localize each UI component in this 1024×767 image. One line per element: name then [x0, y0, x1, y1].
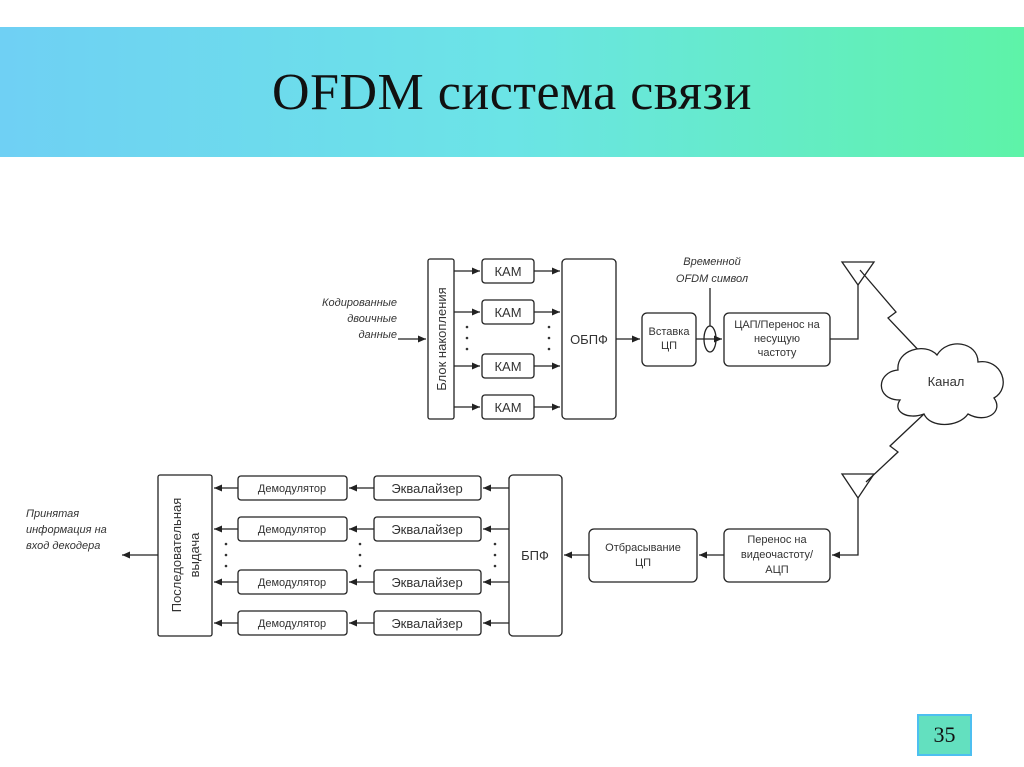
input-label-line: двоичные [347, 313, 397, 325]
adc-label: АЦП [765, 564, 788, 576]
input-label-line: Кодированные [322, 297, 397, 309]
ifft-block-label: ОБПФ [570, 332, 608, 347]
fft-block-label: БПФ [521, 548, 549, 563]
kam-label: КАМ [494, 305, 521, 320]
rx-antenna-feed [832, 498, 859, 559]
adc-label: видеочастоту/ [741, 549, 814, 561]
equalizer-label: Эквалайзер [391, 481, 462, 496]
serial-output-label: Последовательная [169, 498, 184, 613]
serial-output-block [157, 474, 213, 637]
output-label-line: вход декодера [26, 540, 100, 552]
title-bar: OFDM система связи [0, 27, 1024, 157]
rx-signal-zigzag [865, 413, 925, 483]
kam-blocks: КАМ КАМ КАМ КАМ [454, 258, 560, 420]
tx-antenna-icon [840, 261, 876, 287]
equalizer-label: Эквалайзер [391, 575, 462, 590]
buffer-block-label: Блок накопления [434, 287, 449, 390]
cp-remove-block [588, 528, 698, 583]
tx-signal-zigzag [859, 269, 925, 357]
dac-label: частоту [758, 347, 797, 359]
demodulator-label: Демодулятор [258, 483, 326, 495]
output-label-line: Принятая [26, 508, 79, 520]
demodulator-label: Демодулятор [258, 524, 326, 536]
time-symbol-ellipse [703, 325, 717, 353]
ellipsis-dots [465, 325, 551, 351]
time-symbol-label: OFDM символ [676, 273, 748, 285]
equalizer-label: Эквалайзер [391, 522, 462, 537]
page-title: OFDM система связи [272, 63, 752, 121]
demodulator-blocks: Демодулятор Демодулятор Демодулятор Демо… [214, 475, 348, 636]
channel-label: Канал [928, 374, 965, 389]
time-symbol-label: Временной [683, 256, 740, 268]
cp-remove-label: Отбрасывание [605, 542, 681, 554]
kam-label: КАМ [494, 264, 521, 279]
channel-cloud-icon [880, 343, 1004, 426]
kam-label: КАМ [494, 400, 521, 415]
ellipsis-dots [224, 542, 497, 568]
output-data-label: Принятая информация на вход декодера [26, 508, 107, 552]
input-data-label: Кодированные двоичные данные [322, 297, 397, 341]
equalizer-label: Эквалайзер [391, 616, 462, 631]
demodulator-label: Демодулятор [258, 618, 326, 630]
serial-output-label: выдача [187, 532, 202, 578]
equalizer-blocks: Эквалайзер Эквалайзер Эквалайзер Эквалай… [349, 475, 509, 636]
cp-insert-label: Вставка [649, 326, 691, 338]
kam-label: КАМ [494, 359, 521, 374]
demodulator-label: Демодулятор [258, 577, 326, 589]
output-label-line: информация на [26, 524, 107, 536]
dac-label: несущую [754, 333, 800, 345]
tx-antenna-feed [830, 285, 859, 340]
buffer-block [427, 258, 455, 420]
page-number-badge: 35 [917, 714, 972, 756]
rx-antenna-icon [840, 473, 876, 500]
dac-label: ЦАП/Перенос на [734, 319, 820, 331]
fft-block [508, 474, 563, 637]
input-label-line: данные [358, 329, 397, 341]
cp-remove-label: ЦП [635, 557, 651, 569]
cp-insert-label: ЦП [661, 340, 677, 352]
adc-label: Перенос на [747, 534, 807, 546]
